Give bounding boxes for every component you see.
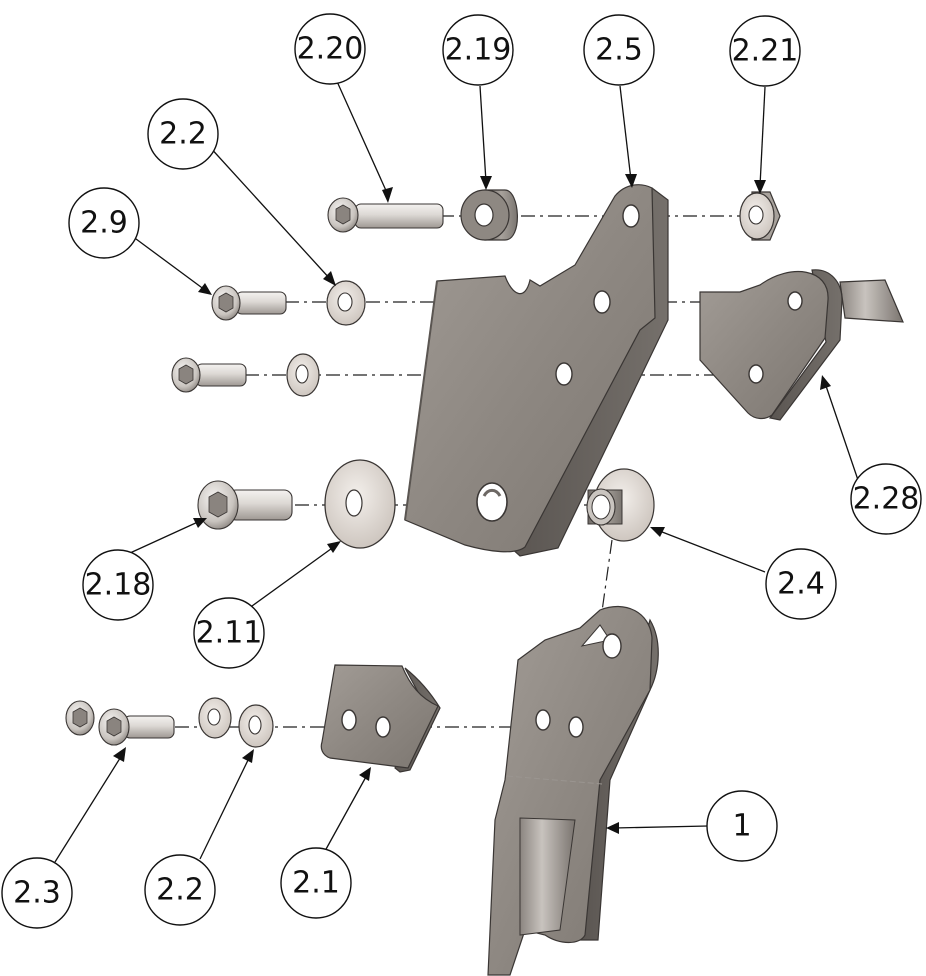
callout-2-11: 2.11 <box>193 597 265 669</box>
washer-row-3 <box>286 353 320 397</box>
callout-2-19: 2.19 <box>442 14 514 86</box>
part-2-5-plate <box>404 184 669 557</box>
callout-2-20: 2.20 <box>294 13 366 85</box>
part-2-1-block <box>320 664 441 773</box>
callout-2-2-top: 2.2 <box>147 98 219 170</box>
nut-2-21 <box>739 191 781 241</box>
callout-2-18-label: 2.18 <box>85 568 152 603</box>
callout-2-4-label: 2.4 <box>777 567 825 602</box>
callout-2-28-label: 2.28 <box>853 482 920 517</box>
callout-2-21-label: 2.21 <box>732 34 799 69</box>
washer-2-2-upper <box>326 280 366 326</box>
callout-2-1: 2.1 <box>280 847 352 919</box>
callout-2-11-label: 2.11 <box>196 616 263 651</box>
callout-2-19-label: 2.19 <box>445 33 512 68</box>
leader-lines <box>54 76 859 863</box>
part-2-28-bracket <box>699 269 904 421</box>
washers-2-2-lower <box>198 697 274 748</box>
callout-2-9: 2.9 <box>68 187 140 259</box>
callout-2-5-label: 2.5 <box>595 33 643 68</box>
spacer-2-19 <box>460 189 518 241</box>
callout-2-4: 2.4 <box>765 548 837 620</box>
part-1-arm <box>487 605 659 976</box>
callout-2-20-label: 2.20 <box>297 32 364 67</box>
screw-row-3 <box>171 357 247 393</box>
bushing-2-4 <box>586 468 655 542</box>
screw-2-9 <box>211 285 287 321</box>
callout-1: 1 <box>706 790 778 862</box>
washer-2-11 <box>324 459 396 549</box>
callout-2-3-label: 2.3 <box>13 876 61 911</box>
screw-2-20 <box>327 197 444 233</box>
callout-2-2-top-label: 2.2 <box>159 117 207 152</box>
callout-2-9-label: 2.9 <box>80 206 128 241</box>
callout-1-label: 1 <box>732 809 751 844</box>
callout-2-2-bottom: 2.2 <box>144 854 216 926</box>
callout-2-2-bottom-label: 2.2 <box>156 873 204 908</box>
callout-2-1-label: 2.1 <box>292 866 340 901</box>
callout-2-18: 2.18 <box>82 549 154 621</box>
callout-2-3: 2.3 <box>1 857 73 929</box>
callout-2-5: 2.5 <box>583 14 655 86</box>
screw-2-18 <box>197 480 293 530</box>
screws-2-3 <box>65 700 175 746</box>
callout-2-28: 2.28 <box>850 463 922 535</box>
callout-2-21: 2.21 <box>729 15 801 87</box>
